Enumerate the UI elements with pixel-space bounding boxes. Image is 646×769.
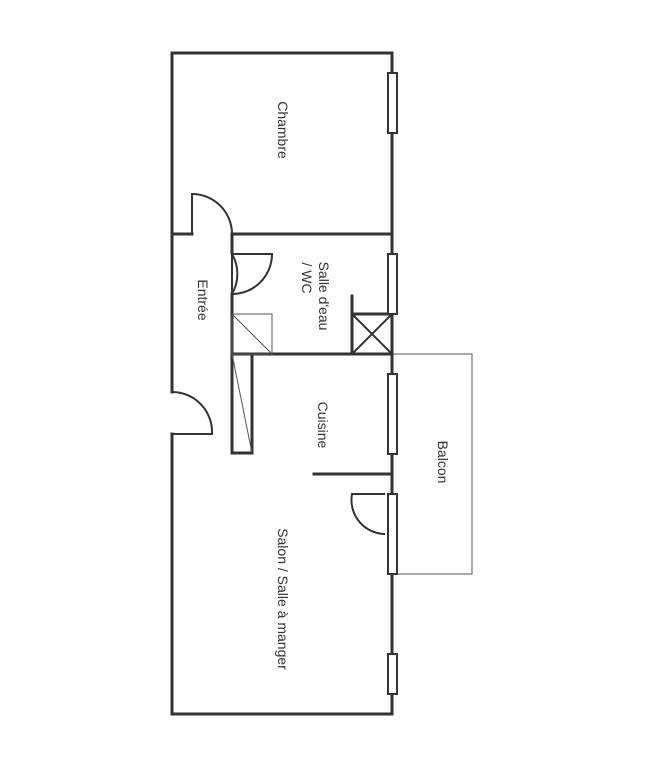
- windows: [387, 72, 398, 695]
- door-balcon: [350, 493, 386, 535]
- outer-walls: [170, 51, 394, 716]
- balcony-outline: [391, 353, 473, 575]
- window-salon: [387, 653, 398, 695]
- window-cuisine: [387, 373, 398, 455]
- label-entree: Entrée: [195, 279, 211, 320]
- cupboard: [231, 313, 273, 355]
- door-salle-deau: [231, 253, 274, 295]
- label-salle-deau-line1: Salle d'eau: [316, 262, 332, 331]
- label-chambre: Chambre: [275, 101, 291, 159]
- label-cuisine: Cuisine: [315, 402, 331, 449]
- door-entree: [171, 390, 214, 435]
- window-salle-deau: [387, 253, 398, 315]
- window-chambre: [387, 72, 398, 134]
- counter-diagonal: [231, 353, 253, 454]
- ventilation-shaft: [350, 312, 394, 356]
- door-chambre: [191, 192, 233, 235]
- label-salle-deau-line2: / WC: [299, 262, 315, 293]
- doors: [171, 192, 386, 535]
- label-balcon: Balcon: [435, 441, 451, 484]
- window-salon-door: [387, 493, 398, 575]
- label-salon: Salon / Salle à manger: [275, 528, 291, 670]
